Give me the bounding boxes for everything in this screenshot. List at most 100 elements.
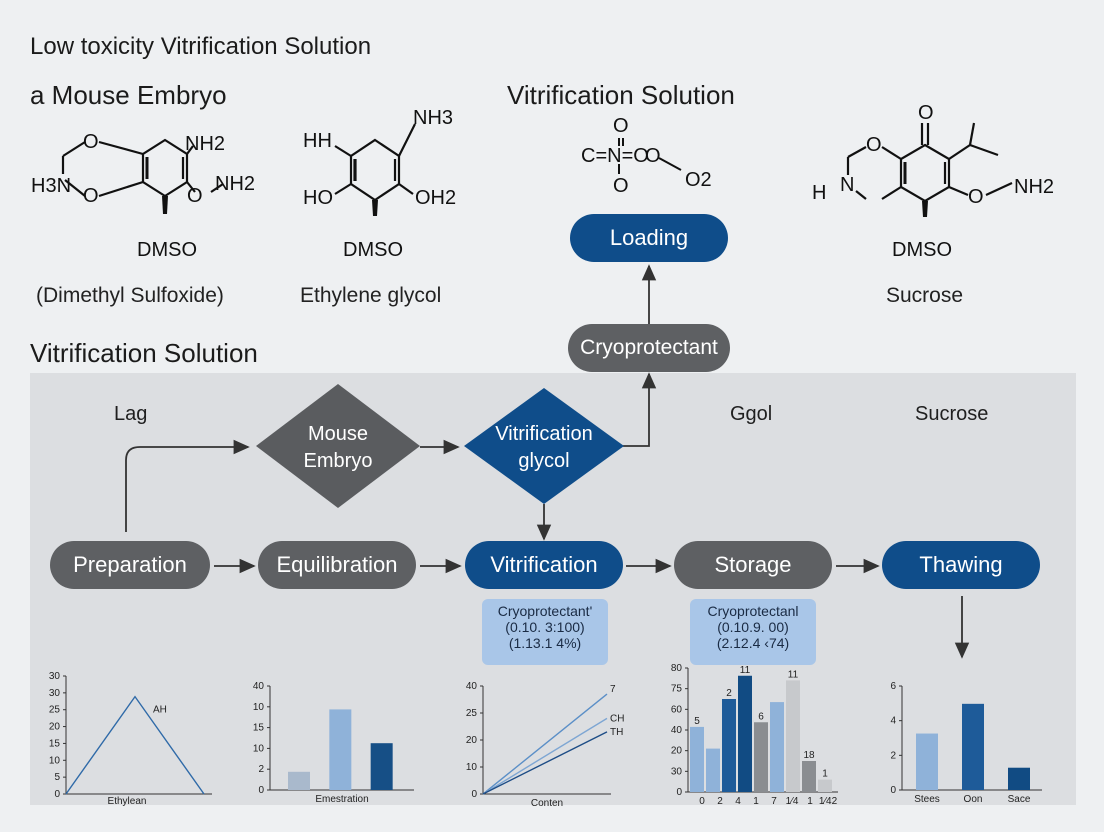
y-tick-label: 0 — [676, 787, 682, 798]
molecule-name: DMSO — [137, 239, 197, 261]
molecule-caption: Sucrose — [886, 284, 964, 307]
y-tick-label: 10 — [49, 755, 61, 766]
atom-label: N — [840, 174, 854, 196]
bar — [370, 743, 393, 790]
x-tick-label: 4 — [735, 796, 741, 807]
decision-diamond-vitrification-glycol — [464, 388, 624, 504]
y-tick-label: 40 — [466, 681, 478, 692]
note-cryoprotectant-2: Cryoprotectanl (0.10.9. 00) (2.12.4 ‹74) — [690, 599, 816, 665]
label-ggol: Ggol — [730, 403, 773, 425]
y-tick-label: 25 — [466, 708, 478, 719]
series-line — [482, 731, 608, 795]
atom-label: NH3 — [413, 107, 453, 129]
diamond-line: Vitrification — [495, 423, 593, 445]
bar-label: 6 — [758, 711, 764, 722]
y-tick-label: 0 — [54, 789, 60, 800]
note-cryoprotectant-1: Cryoprotectant' (0.10. 3:100) (1.13.1 4%… — [482, 599, 608, 665]
y-tick-label: 20 — [466, 735, 478, 746]
x-tick-label: 1 — [753, 796, 759, 807]
bar — [802, 761, 816, 792]
bar — [916, 733, 938, 790]
molecule-caption: Ethylene glycol — [300, 284, 442, 307]
diamond-line: Mouse — [307, 423, 369, 445]
x-axis-label: Conten — [531, 798, 563, 808]
y-tick-label: 20 — [49, 722, 61, 733]
bar — [722, 699, 736, 792]
y-tick-label: 2 — [258, 764, 264, 775]
y-tick-label: 30 — [49, 688, 61, 699]
y-tick-label: 20 — [671, 746, 683, 757]
x-tick-label: 2 — [717, 796, 723, 807]
series-line — [482, 693, 608, 795]
atom-label: H — [812, 182, 826, 204]
atom-label: O — [83, 185, 99, 207]
y-tick-label: 30 — [49, 671, 61, 682]
atom-label: O2 — [685, 169, 712, 191]
x-tick-label: 0 — [699, 796, 705, 807]
y-tick-label: 25 — [49, 705, 61, 716]
step-thawing: Thawing — [882, 541, 1040, 589]
y-tick-label: 40 — [253, 681, 265, 692]
y-tick-label: 0 — [471, 789, 477, 800]
atom-label: HH — [303, 130, 332, 152]
section-right-title: Vitrification Solution — [507, 80, 735, 110]
y-tick-label: 2 — [890, 750, 896, 761]
x-tick-label: 1⁄4 — [786, 796, 799, 807]
atom-label: O — [866, 134, 882, 156]
y-tick-label: 75 — [671, 684, 683, 695]
bar — [329, 709, 352, 790]
atom-label: H3N — [31, 175, 71, 197]
atom-label: NH2 — [185, 133, 225, 155]
atom-label: HO — [303, 187, 333, 209]
x-tick-label: Oon — [964, 794, 983, 805]
step-preparation: Preparation — [50, 541, 210, 589]
atom-label: OH2 — [415, 187, 456, 209]
series-label: 7 — [610, 684, 616, 695]
atom-label: O — [613, 115, 629, 137]
bar — [1008, 767, 1030, 790]
atom-label: O — [83, 131, 99, 153]
molecule-dmso-1: O NH2 H3N O O NH2 DMSO — [31, 131, 255, 261]
y-tick-label: 40 — [671, 725, 683, 736]
atom-label: NH2 — [1014, 176, 1054, 198]
atom-label: O — [645, 145, 661, 167]
y-tick-label: 60 — [671, 704, 683, 715]
x-tick-label: Sace — [1008, 794, 1031, 805]
x-tick-label: 1⁄42 — [819, 796, 838, 807]
molecule-name: DMSO — [892, 239, 952, 261]
main-title: Low toxicity Vitrification Solution — [30, 33, 372, 60]
label-lag: Lag — [114, 403, 148, 425]
cryoprotectant-node: Cryoprotectant — [568, 324, 730, 372]
x-axis-label: Emestration — [315, 794, 368, 805]
bar-label: 2 — [726, 688, 732, 699]
y-tick-label: 5 — [54, 772, 60, 783]
y-tick-label: 10 — [253, 702, 265, 713]
bar-label: 11 — [740, 665, 751, 676]
loading-node: Loading — [570, 214, 728, 262]
series-line — [482, 717, 608, 795]
molecule-dmso-2: HH NH3 HO OH2 DMSO — [303, 107, 456, 261]
step-equilibration: Equilibration — [258, 541, 416, 589]
y-tick-label: 0 — [258, 785, 264, 796]
step-vitrification: Vitrification — [465, 541, 623, 589]
bar — [738, 675, 752, 792]
y-tick-label: 15 — [49, 738, 61, 749]
series-label: CH — [610, 713, 624, 724]
atom-label: O — [968, 186, 984, 208]
atom-label: O — [918, 102, 934, 124]
decision-diamond-mouse-embryo — [256, 384, 420, 508]
bar-label: 1 — [822, 769, 828, 780]
bar-label: 5 — [694, 716, 700, 727]
bar — [962, 703, 984, 790]
y-tick-label: 80 — [671, 663, 683, 674]
x-tick-label: Stees — [914, 794, 940, 805]
bar — [288, 771, 310, 790]
atom-label: NH2 — [215, 173, 255, 195]
y-tick-label: 30 — [671, 766, 683, 777]
